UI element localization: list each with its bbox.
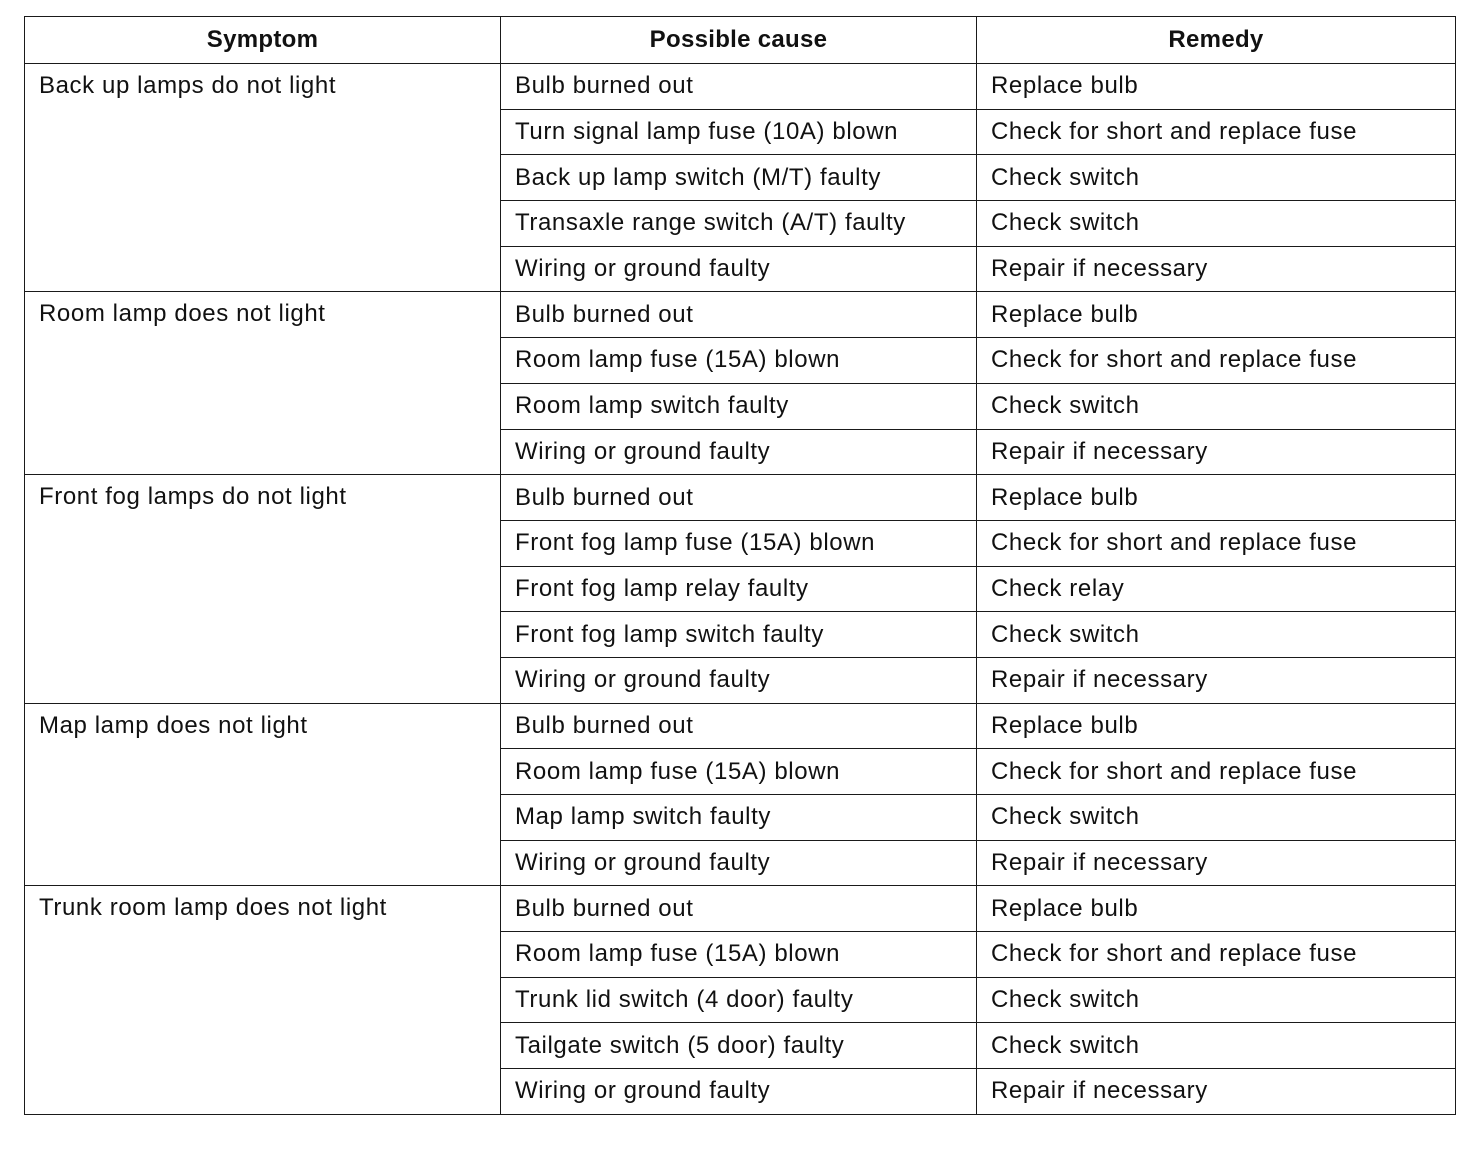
cause-cell: Bulb burned out (500, 702, 977, 750)
remedy-cell: Replace bulb (976, 291, 1456, 339)
header-remedy: Remedy (976, 16, 1456, 64)
cause-cell: Transaxle range switch (A/T) faulty (500, 200, 977, 247)
remedy-cell: Repair if necessary (976, 839, 1456, 887)
remedy-cell: Check switch (976, 200, 1456, 247)
remedy-cell: Repair if necessary (976, 656, 1456, 704)
cause-cell: Bulb burned out (500, 474, 977, 521)
remedy-cell: Check for short and replace fuse (976, 108, 1456, 156)
remedy-cell: Replace bulb (976, 63, 1456, 110)
remedy-cell: Replace bulb (976, 702, 1456, 750)
remedy-cell: Check for short and replace fuse (976, 337, 1456, 384)
remedy-cell: Check switch (976, 382, 1456, 430)
cause-cell: Front fog lamp relay faulty (500, 565, 977, 613)
header-possible-cause: Possible cause (500, 16, 977, 64)
symptom-cell: Trunk room lamp does not light (24, 885, 501, 1115)
cause-cell: Turn signal lamp fuse (10A) blown (500, 108, 977, 156)
cause-cell: Room lamp fuse (15A) blown (500, 931, 977, 978)
cause-cell: Tailgate switch (5 door) faulty (500, 1022, 977, 1070)
remedy-cell: Repair if necessary (976, 245, 1456, 293)
troubleshooting-table: Symptom Possible cause Remedy Back up la… (24, 16, 1456, 1115)
remedy-cell: Repair if necessary (976, 428, 1456, 476)
remedy-cell: Repair if necessary (976, 1068, 1456, 1115)
symptom-cell: Back up lamps do not light (24, 62, 501, 293)
cause-cell: Wiring or ground faulty (500, 428, 977, 476)
remedy-cell: Check for short and replace fuse (976, 748, 1456, 795)
cause-cell: Room lamp switch faulty (500, 382, 977, 430)
cause-cell: Back up lamp switch (M/T) faulty (500, 154, 977, 202)
remedy-cell: Check for short and replace fuse (976, 931, 1456, 978)
cause-cell: Wiring or ground faulty (500, 656, 977, 704)
cause-cell: Room lamp fuse (15A) blown (500, 337, 977, 384)
cause-cell: Trunk lid switch (4 door) faulty (500, 976, 977, 1024)
cause-cell: Room lamp fuse (15A) blown (500, 748, 977, 795)
symptom-cell: Map lamp does not light (24, 702, 501, 887)
cause-cell: Bulb burned out (500, 291, 977, 339)
remedy-cell: Check switch (976, 154, 1456, 202)
cause-cell: Front fog lamp fuse (15A) blown (500, 519, 977, 567)
header-row: Symptom Possible cause Remedy (24, 16, 1456, 64)
remedy-cell: Check for short and replace fuse (976, 519, 1456, 567)
remedy-cell: Check switch (976, 794, 1456, 841)
symptom-cell: Room lamp does not light (24, 291, 501, 476)
cause-cell: Front fog lamp switch faulty (500, 611, 977, 658)
remedy-cell: Check relay (976, 565, 1456, 613)
header-symptom: Symptom (24, 16, 501, 64)
cause-cell: Wiring or ground faulty (500, 245, 977, 293)
symptom-cell: Front fog lamps do not light (24, 474, 501, 704)
remedy-cell: Check switch (976, 611, 1456, 658)
remedy-cell: Replace bulb (976, 885, 1456, 933)
remedy-cell: Check switch (976, 976, 1456, 1024)
remedy-cell: Replace bulb (976, 474, 1456, 521)
cause-cell: Wiring or ground faulty (500, 1068, 977, 1115)
table-header: Symptom Possible cause Remedy (24, 16, 1456, 64)
remedy-cell: Check switch (976, 1022, 1456, 1070)
cause-cell: Bulb burned out (500, 63, 977, 110)
cause-cell: Bulb burned out (500, 885, 977, 933)
cause-cell: Map lamp switch faulty (500, 794, 977, 841)
cause-cell: Wiring or ground faulty (500, 839, 977, 887)
